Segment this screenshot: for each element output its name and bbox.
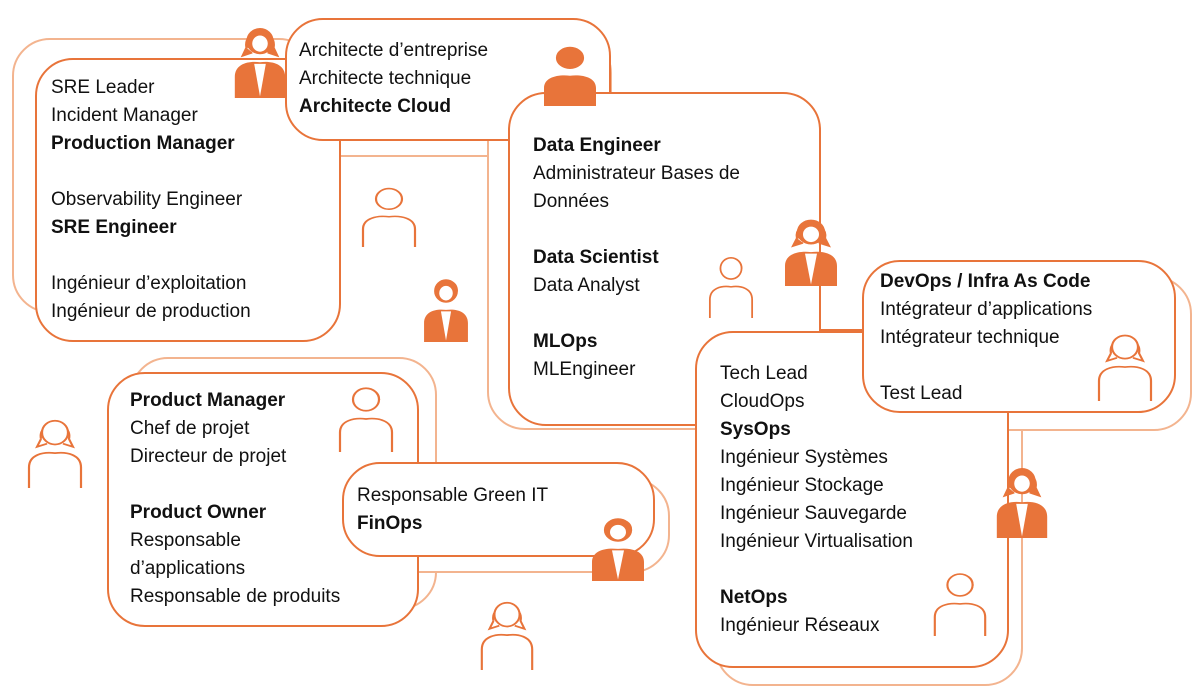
- role-label: Data Scientist: [533, 247, 659, 268]
- role-label: CloudOps: [720, 391, 805, 412]
- man-filled-icon: [538, 40, 602, 106]
- woman-outline-icon: [1093, 327, 1157, 401]
- role-label: Architecte Cloud: [299, 96, 452, 117]
- spacer: [533, 216, 740, 244]
- woman-filled-icon: [991, 460, 1053, 538]
- role-label: Intégrateur technique: [880, 327, 1060, 348]
- role-label: MLOps: [533, 331, 598, 352]
- woman-filled-icon: [229, 20, 291, 98]
- role-label: Ingénieur Stockage: [720, 475, 884, 496]
- role-label: Directeur de projet: [130, 446, 287, 467]
- role-label: MLEngineer: [533, 359, 636, 380]
- role-label: Product Manager: [130, 390, 286, 411]
- role-label: Ingénieur Virtualisation: [720, 531, 913, 552]
- spacer: [130, 471, 340, 499]
- role-label: Tech Lead: [720, 363, 808, 384]
- person-outline-icon: [357, 181, 421, 247]
- man-filled-icon: [586, 511, 650, 581]
- spacer: [720, 556, 913, 584]
- role-label: Data Engineer: [533, 135, 661, 156]
- role-label: SRE Engineer: [51, 217, 177, 238]
- role-label: Ingénieur Réseaux: [720, 615, 880, 636]
- role-label: Production Manager: [51, 133, 235, 154]
- role-label: Product Owner: [130, 502, 267, 523]
- role-label: Incident Manager: [51, 105, 198, 126]
- spacer: [51, 158, 251, 186]
- woman-outline-icon: [23, 412, 87, 488]
- role-label: d’applications: [130, 558, 246, 579]
- role-label: SRE Leader: [51, 77, 155, 98]
- boy-filled-icon: [419, 272, 473, 342]
- role-label: Architecte technique: [299, 68, 472, 89]
- role-label: Ingénieur d’exploitation: [51, 273, 247, 294]
- role-label: Administrateur Bases de: [533, 163, 740, 184]
- role-label: Data Analyst: [533, 275, 640, 296]
- connector-line: [820, 329, 864, 331]
- spacer: [880, 352, 1092, 380]
- man-outline-icon: [929, 566, 991, 636]
- role-label: Ingénieur Systèmes: [720, 447, 888, 468]
- finops-box: [342, 462, 655, 557]
- role-label: Responsable: [130, 530, 241, 551]
- role-label: FinOps: [357, 513, 423, 534]
- man-outline-icon: [334, 380, 398, 452]
- role-label: Responsable de produits: [130, 586, 341, 607]
- role-label: Observability Engineer: [51, 189, 243, 210]
- woman-filled-icon: [779, 212, 843, 286]
- role-label: Chef de projet: [130, 418, 250, 439]
- boy-outline-icon: [705, 250, 757, 318]
- role-label: SysOps: [720, 419, 791, 440]
- role-label: NetOps: [720, 587, 788, 608]
- role-label: Architecte d’entreprise: [299, 40, 489, 61]
- role-label: Ingénieur Sauvegarde: [720, 503, 907, 524]
- role-label: DevOps / Infra As Code: [880, 271, 1091, 292]
- role-label: Ingénieur de production: [51, 301, 251, 322]
- woman-outline-icon: [476, 594, 538, 670]
- role-label: Test Lead: [880, 383, 963, 404]
- role-label: Responsable Green IT: [357, 485, 549, 506]
- role-label: Données: [533, 191, 610, 212]
- spacer: [51, 242, 251, 270]
- role-label: Intégrateur d’applications: [880, 299, 1093, 320]
- finops-roles: Responsable Green IT FinOps: [357, 482, 548, 538]
